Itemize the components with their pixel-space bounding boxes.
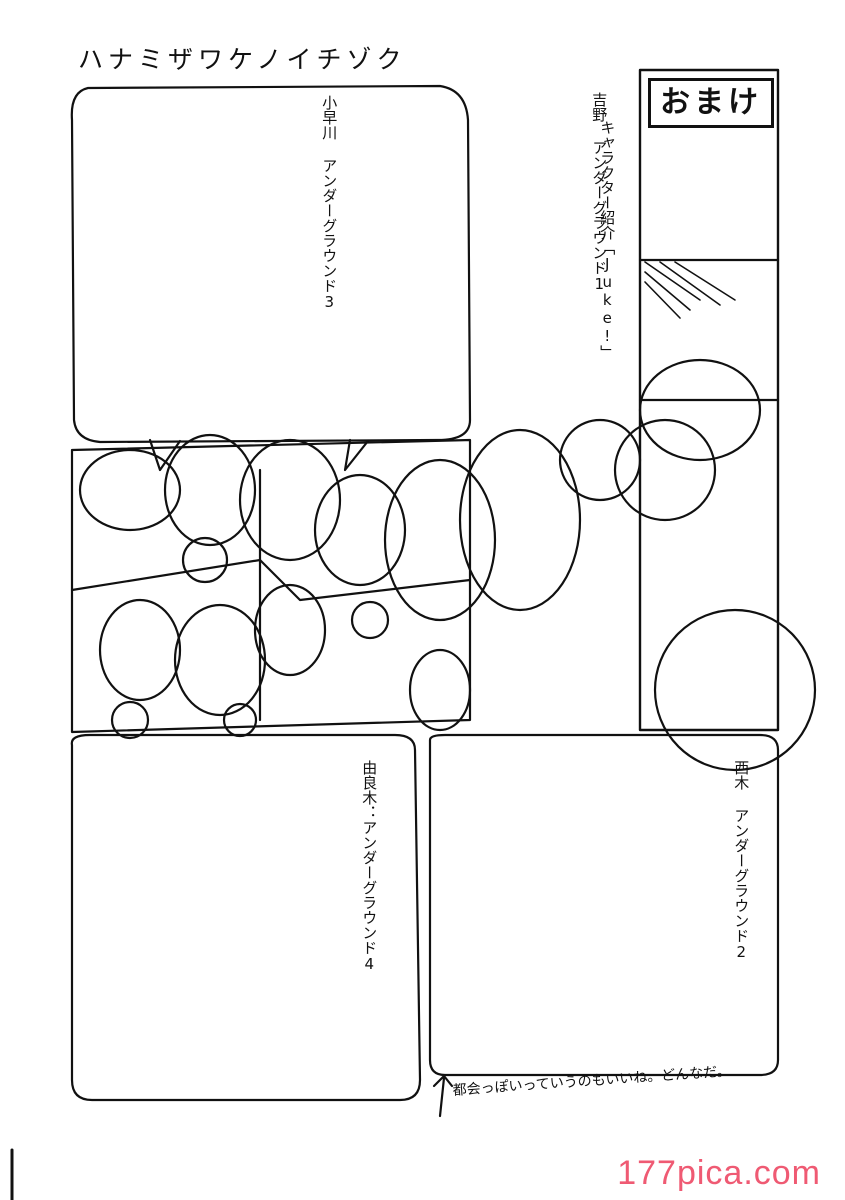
lower-right-text-bubble	[428, 733, 780, 1077]
speech-bubble	[458, 428, 582, 612]
speech-bubble	[163, 433, 257, 547]
speech-bubble	[313, 473, 407, 587]
character-kohayakawa-heading: 小早川 アンダーグラウンド3	[320, 95, 339, 311]
speech-bubble	[408, 648, 472, 732]
omake-label: おまけ	[648, 78, 774, 128]
lower-left-text-bubble	[70, 733, 422, 1102]
watermark-text: 177pica.com	[617, 1154, 821, 1192]
speech-bubble	[638, 358, 762, 462]
speech-bubble	[98, 598, 182, 702]
character-yoshino-heading: 吉野 アンダーグラウンド1	[590, 92, 609, 293]
character-yuragi-heading: 由良木：アンダーグラウンド4	[360, 760, 379, 973]
note-arrow	[432, 1074, 454, 1118]
omake-intro: キャラクター紹介「Juke!」	[598, 120, 617, 360]
speech-bubble	[558, 418, 642, 502]
page-title: ハナミザワケノイチゾク	[78, 45, 407, 74]
upper-text-bubble	[70, 84, 472, 444]
speech-bubble	[78, 448, 182, 532]
speech-bubble	[253, 583, 327, 677]
face-drawing	[110, 418, 817, 772]
speech-bubble	[383, 458, 497, 622]
speech-bubble	[238, 438, 342, 562]
bubble-tail-mid	[343, 438, 370, 472]
character-nishiki-heading: 西木 アンダーグラウンド2	[732, 760, 751, 961]
speech-bubble	[173, 603, 267, 717]
comic-frame	[70, 438, 472, 734]
hatched-hair	[644, 261, 736, 319]
bubble-tail-left	[148, 438, 182, 472]
